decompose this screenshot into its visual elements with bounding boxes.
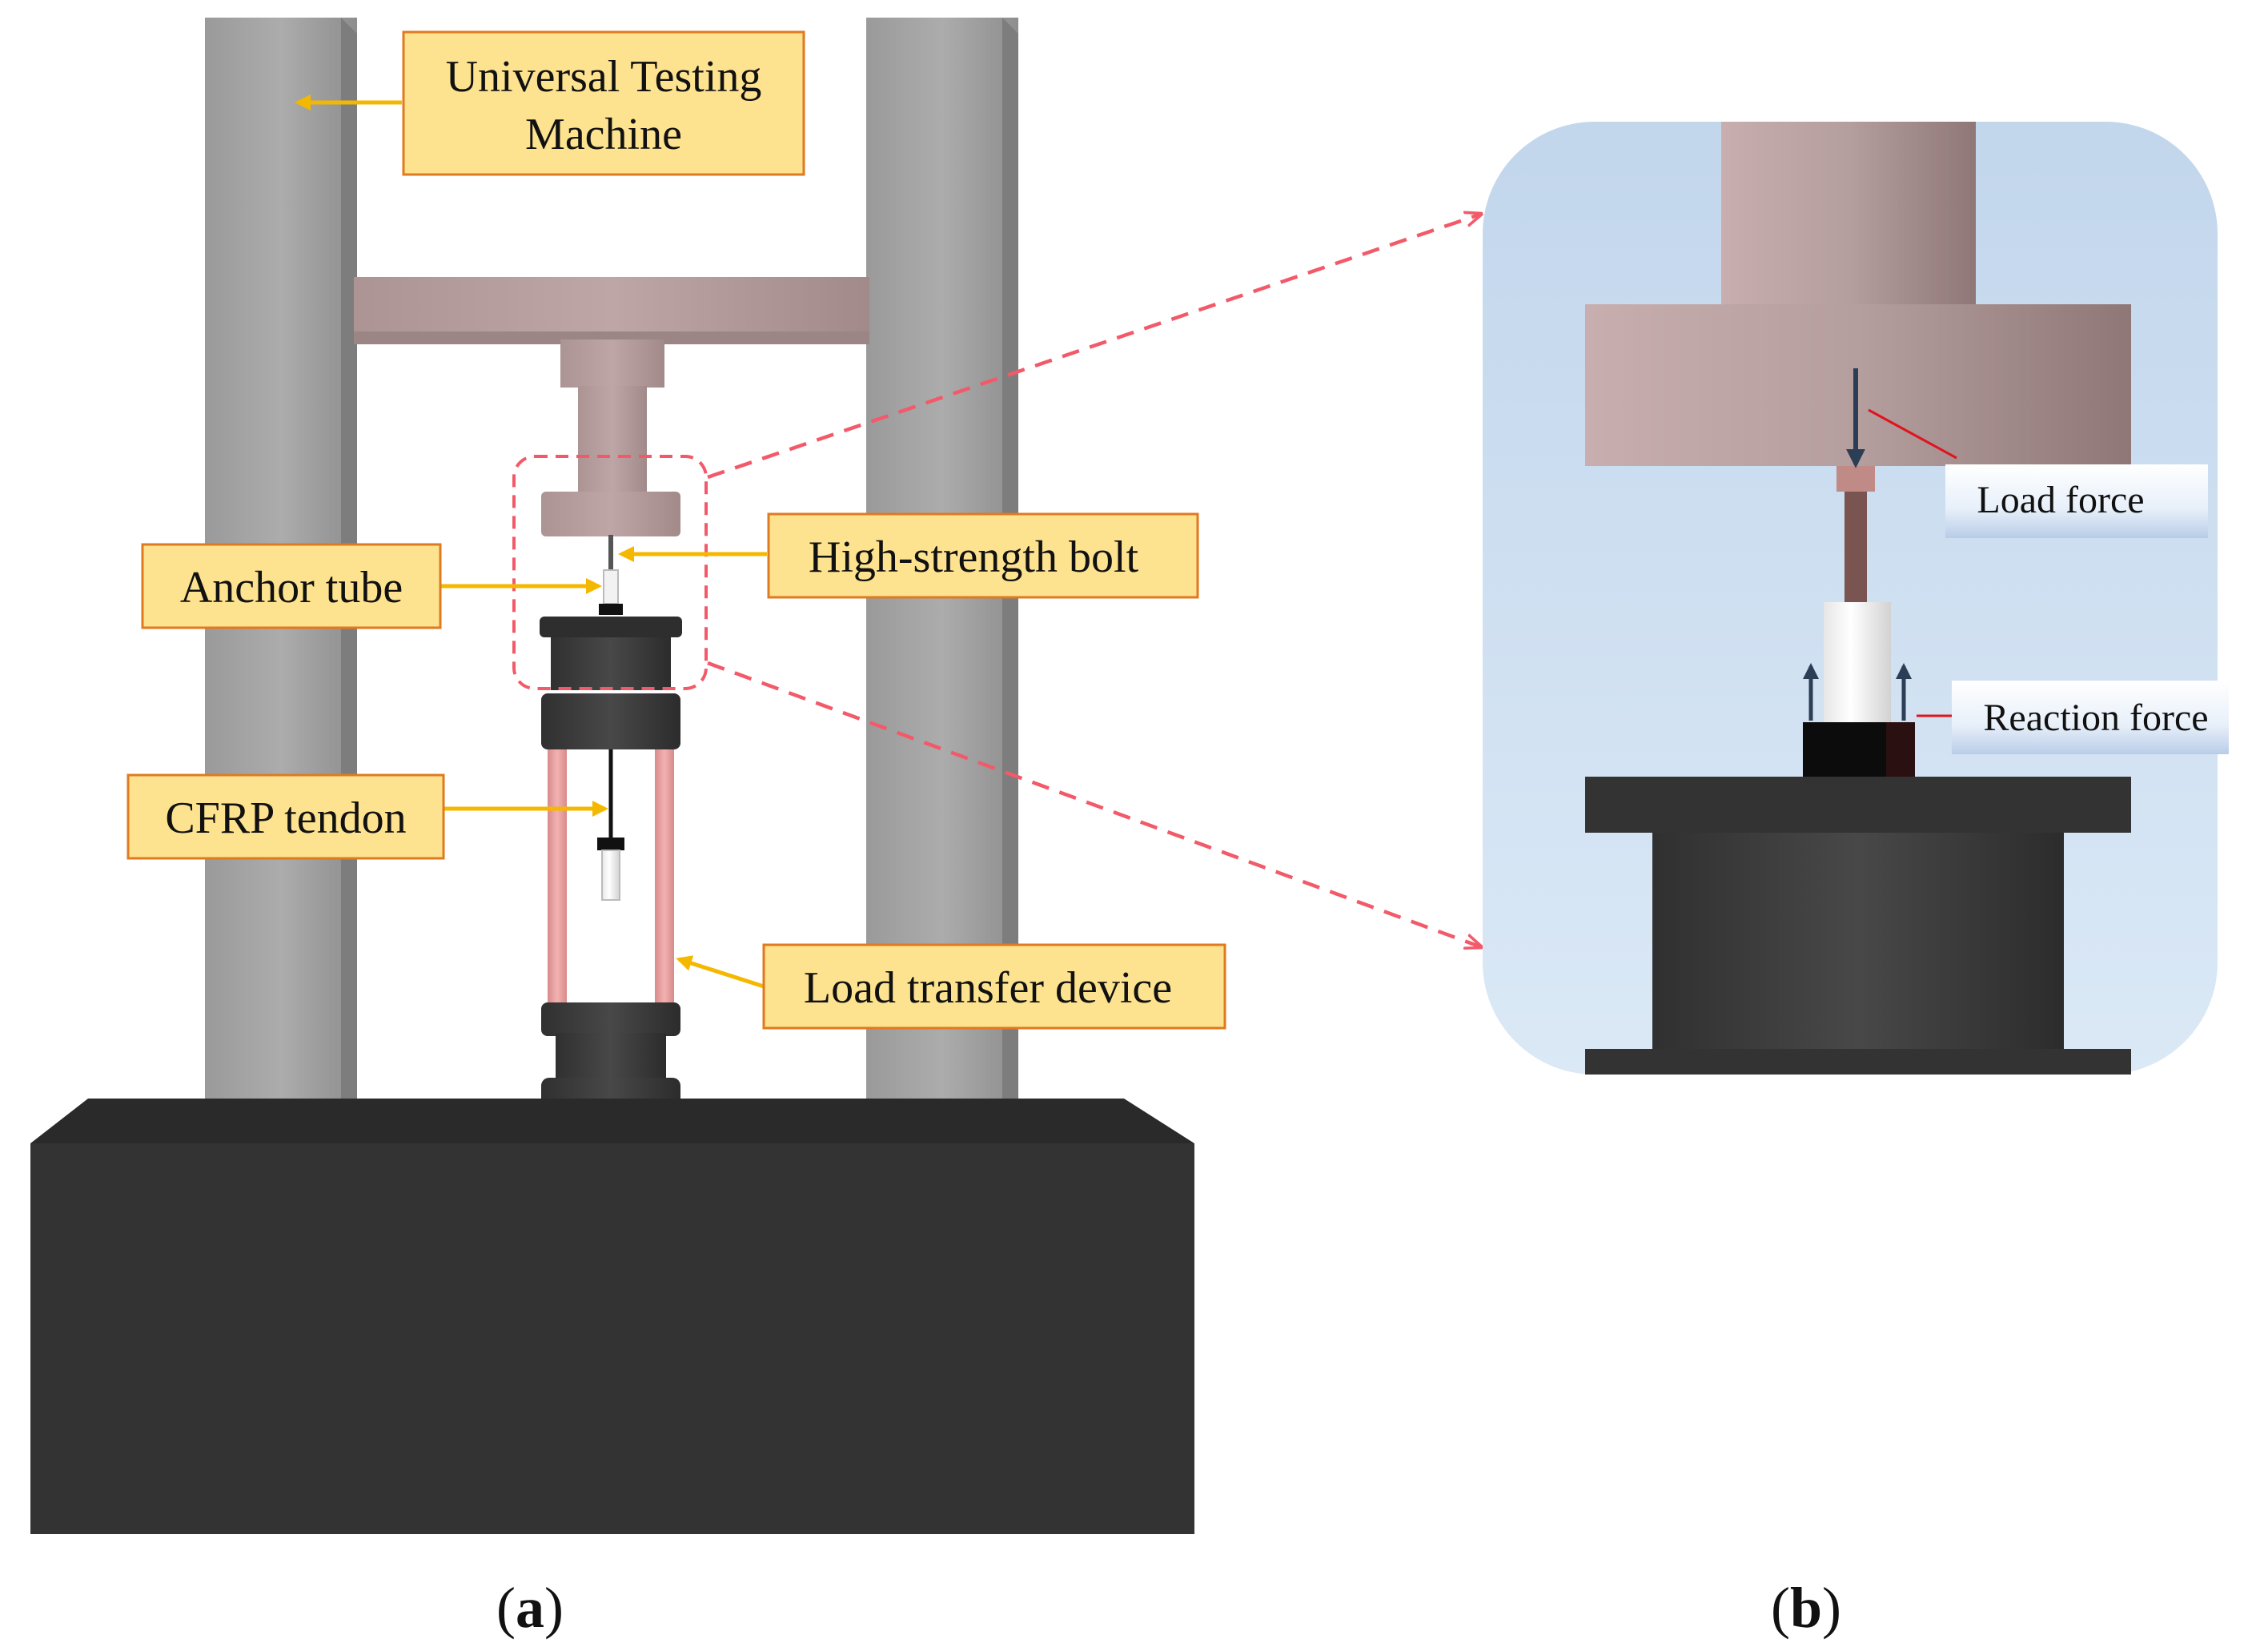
reaction-force-tag: Reaction force (1952, 681, 2229, 754)
zoom-box (512, 455, 708, 690)
detail-bolt-shank (1845, 492, 1867, 604)
load-transfer-arrow (676, 955, 765, 989)
tendon-anchor-nut (597, 838, 624, 850)
tendon-label: CFRP tendon (126, 773, 445, 860)
utm-label: Universal Testing Machine (402, 30, 805, 176)
tendon-anchor-sleeve (601, 850, 620, 901)
caption-b: (b) (1771, 1576, 1841, 1640)
panel-b: Load force Reaction force (b) (1483, 122, 2229, 1640)
anchor-tube-small (603, 569, 619, 605)
detail-fixture-flange (1585, 777, 2131, 833)
bolt-label: High-strength bolt (767, 512, 1199, 599)
fixture-mid-block (541, 693, 680, 749)
upper-grip-shaft (578, 386, 647, 495)
reaction-force-text: Reaction force (1983, 697, 2208, 739)
crosshead-beam-bottom (354, 331, 869, 344)
fixture-bottom-block (541, 1002, 680, 1036)
tendon-label-text: CFRP tendon (165, 793, 406, 843)
upper-grip-plate (541, 492, 680, 536)
detail-grip-shaft (1721, 122, 1976, 306)
detail-fixture-foot (1585, 1049, 2131, 1075)
bolt-small (608, 535, 613, 570)
rod-left (548, 749, 567, 1006)
caption-a: (a) (496, 1576, 564, 1640)
crosshead-beam (354, 277, 869, 341)
load-transfer-label-text: Load transfer device (804, 963, 1172, 1013)
detail-anchor-tube (1824, 602, 1891, 724)
load-force-text: Load force (1977, 479, 2144, 521)
zoom-line-bottom (707, 661, 1479, 946)
load-transfer-label: Load transfer device (762, 943, 1226, 1030)
fixture-top-flange (540, 617, 682, 637)
load-force-leader (1868, 408, 1957, 460)
anchor-nut-small (599, 604, 623, 615)
bolt-label-text: High-strength bolt (809, 532, 1139, 582)
fixture-bottom-neck (556, 1033, 666, 1081)
upper-grip-collar (560, 339, 664, 388)
detail-fixture-body (1652, 833, 2064, 1049)
utm-label-line2: Machine (525, 110, 682, 159)
load-force-tag: Load force (1945, 464, 2208, 538)
anchor-tube-label-text: Anchor tube (180, 563, 403, 613)
detail-bolt-head (1836, 466, 1875, 492)
anchor-tube-label: Anchor tube (141, 543, 442, 629)
fixture-top-body (551, 637, 671, 690)
detail-anchor-nut-side (1886, 722, 1915, 777)
panel-a: Universal Testing Machine High-strength … (30, 18, 1479, 1640)
utm-label-line1: Universal Testing (446, 52, 762, 102)
base-top (30, 1099, 1194, 1143)
base-block (30, 1143, 1194, 1534)
zoom-line-top (707, 215, 1479, 480)
rod-right (655, 749, 674, 1006)
